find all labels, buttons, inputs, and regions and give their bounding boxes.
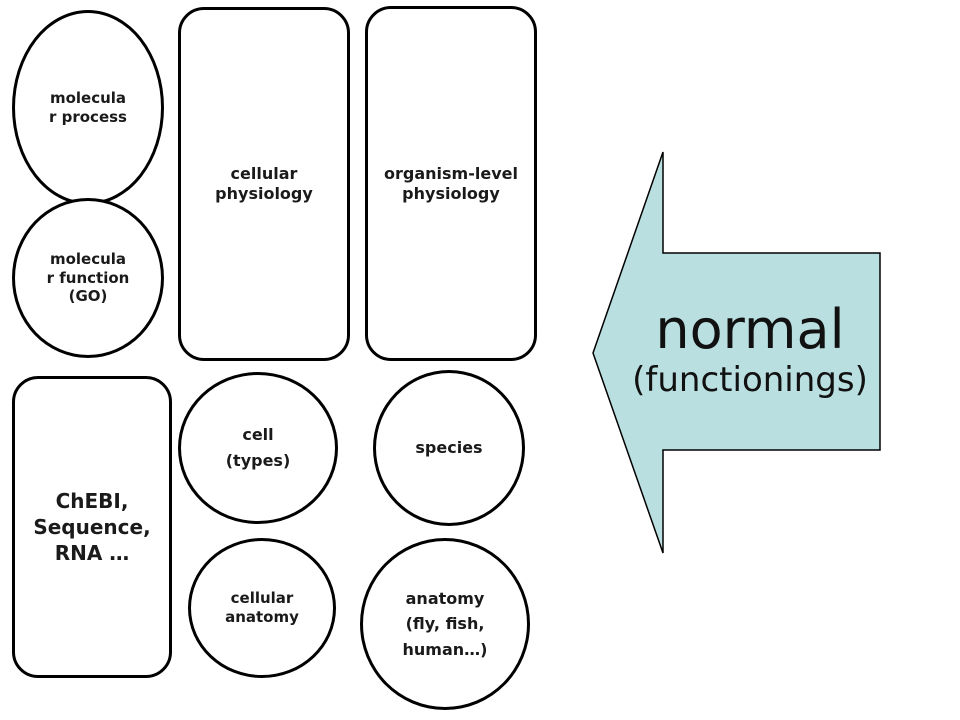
arrow-caption: normal (functionings) (620, 298, 880, 401)
cellular-physiology-label: cellular physiology (215, 164, 313, 203)
species-label: species (415, 438, 483, 457)
anatomy-node: anatomy (fly, fish, human…) (360, 538, 530, 710)
molecular-process-node: molecula r process (12, 10, 164, 205)
arrow-subtitle: (functionings) (632, 360, 868, 400)
arrow-title: normal (655, 298, 845, 361)
organism-physiology-node: organism-level physiology (365, 6, 537, 361)
species-node: species (373, 370, 525, 526)
cell-types-label: cell (types) (225, 425, 291, 470)
cellular-anatomy-node: cellular anatomy (188, 538, 336, 678)
cellular-anatomy-label: cellular anatomy (225, 589, 299, 626)
cell-types-node: cell (types) (178, 372, 338, 524)
anatomy-label: anatomy (fly, fish, human…) (402, 588, 488, 659)
molecular-process-label: molecula r process (49, 88, 127, 126)
arrow-shape (592, 151, 881, 554)
molecular-function-node: molecula r function (GO) (12, 198, 164, 358)
cellular-physiology-node: cellular physiology (178, 7, 350, 361)
molecular-function-label: molecula r function (GO) (46, 249, 130, 306)
chebi-node: ChEBI, Sequence, RNA … (12, 376, 172, 678)
left-arrow-icon (592, 151, 881, 554)
chebi-label: ChEBI, Sequence, RNA … (33, 489, 151, 565)
organism-physiology-label: organism-level physiology (384, 163, 518, 203)
